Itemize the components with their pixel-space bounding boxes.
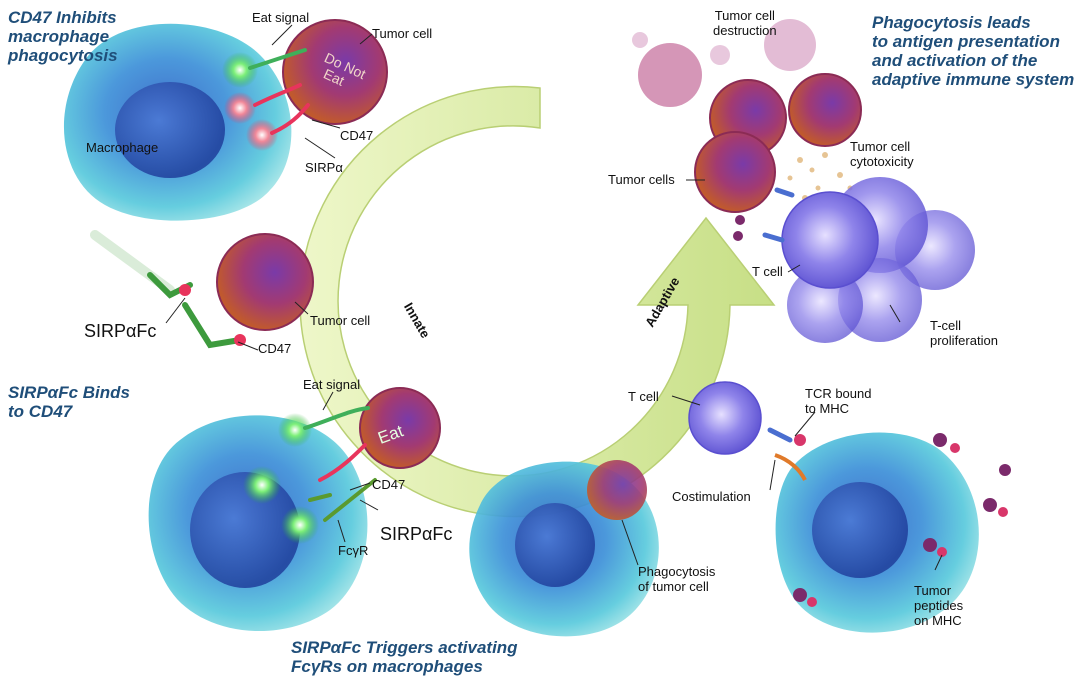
heading-line: SIRPαFc Binds xyxy=(8,383,131,402)
macrophage-engulfing xyxy=(469,460,659,637)
dont-eat-glow xyxy=(224,92,256,124)
heading-sirpafc-binds: SIRPαFc Binds to CD47 xyxy=(8,383,130,421)
label-sirpafc-bottom: SIRPαFc xyxy=(380,524,453,544)
heading-phagocytosis-leads: Phagocytosis leads to antigen presentati… xyxy=(872,13,1074,89)
tumor-cell-b xyxy=(788,73,862,147)
label-cd47-middle: CD47 xyxy=(258,341,292,356)
receptors-bottom xyxy=(303,406,377,522)
label-t-cell-bottom: T cell xyxy=(628,389,659,404)
heading-line: to CD47 xyxy=(8,402,73,421)
mhc-peptides xyxy=(767,427,1011,607)
t-cell-bottom xyxy=(688,381,762,455)
label-line: destruction xyxy=(713,23,777,38)
label-t-cell-top: T cell xyxy=(752,264,783,279)
leader-lines xyxy=(165,24,943,571)
heading-line: phagocytosis xyxy=(8,46,118,65)
label-line: Phagocytosis xyxy=(638,564,716,579)
label-line: of tumor cell xyxy=(638,579,709,594)
tumor-cell-c xyxy=(694,131,776,213)
tcr-receptors xyxy=(762,187,795,243)
label-line: Tumor xyxy=(914,583,952,598)
mhc-markers-top xyxy=(733,215,745,241)
label-phagocytosis-of-tumor: Phagocytosis of tumor cell xyxy=(638,564,715,594)
label-t-cell-proliferation: T-cell proliferation xyxy=(930,318,998,348)
macrophage-nucleus xyxy=(115,82,225,178)
label-line: T-cell xyxy=(930,318,962,333)
tumor-destruction xyxy=(632,19,816,107)
label-eat-signal-top: Eat signal xyxy=(252,10,310,25)
label-line: cytotoxicity xyxy=(850,154,914,169)
label-fcgr: FcγR xyxy=(338,543,369,558)
label-tcr-bound: TCR bound to MHC xyxy=(805,386,871,416)
heading-line: Phagocytosis leads xyxy=(872,13,1031,32)
label-tumor-cell-middle: Tumor cell xyxy=(310,313,371,328)
macrophage-top xyxy=(63,23,292,221)
label-line: proliferation xyxy=(930,333,998,348)
heading-line: CD47 Inhibits xyxy=(8,8,117,27)
heading-cd47-inhibits: CD47 Inhibits macrophage phagocytosis xyxy=(8,8,118,65)
label-tumor-cell-top: Tumor cell xyxy=(372,26,433,41)
sirpafc-binding xyxy=(90,230,246,349)
label-line: Tumor cell xyxy=(850,139,911,154)
receptors-top xyxy=(248,48,310,135)
heading-sirpafc-triggers: SIRPαFc Triggers activating FcγRs on mac… xyxy=(291,638,518,676)
label-costimulation: Costimulation xyxy=(672,489,751,504)
label-cd47-bottom: CD47 xyxy=(372,477,406,492)
label-tumor-cells: Tumor cells xyxy=(608,172,675,187)
macrophage-nucleus xyxy=(190,472,300,588)
heading-line: SIRPαFc Triggers activating xyxy=(291,638,518,657)
heading-line: FcγRs on macrophages xyxy=(291,657,483,676)
heading-line: macrophage xyxy=(8,27,110,46)
tumor-cell-middle xyxy=(216,233,314,331)
heading-line: adaptive immune system xyxy=(872,70,1075,89)
dont-eat-glow xyxy=(246,119,278,151)
label-line: to MHC xyxy=(805,401,850,416)
label-tumor-peptides: Tumor peptides on MHC xyxy=(914,583,963,628)
eat-signal-glow xyxy=(222,52,258,88)
t-cell-cluster xyxy=(781,177,975,343)
label-line: Tumor cell xyxy=(714,8,775,23)
label-macrophage: Macrophage xyxy=(86,140,159,155)
label-line: on MHC xyxy=(914,613,962,628)
tumor-cell-top xyxy=(282,19,388,125)
label-line: TCR bound xyxy=(805,386,872,401)
tumor-cell-bottom xyxy=(359,387,441,469)
label-sirpafc-middle: SIRPαFc xyxy=(84,321,157,341)
antigen-presenting-macrophage xyxy=(775,432,979,633)
label-tumor-cell-destruction: Tumor cell destruction xyxy=(713,8,777,38)
label-line: peptides xyxy=(914,598,964,613)
heading-line: to antigen presentation xyxy=(872,32,1060,51)
heading-line: and activation of the xyxy=(872,51,1038,70)
label-tumor-cell-cytotoxicity: Tumor cell cytotoxicity xyxy=(850,139,914,169)
label-sirpa: SIRPα xyxy=(305,160,343,175)
label-eat-signal-bottom: Eat signal xyxy=(303,377,361,392)
macrophage-bottom xyxy=(148,413,368,632)
label-cd47-top: CD47 xyxy=(340,128,374,143)
